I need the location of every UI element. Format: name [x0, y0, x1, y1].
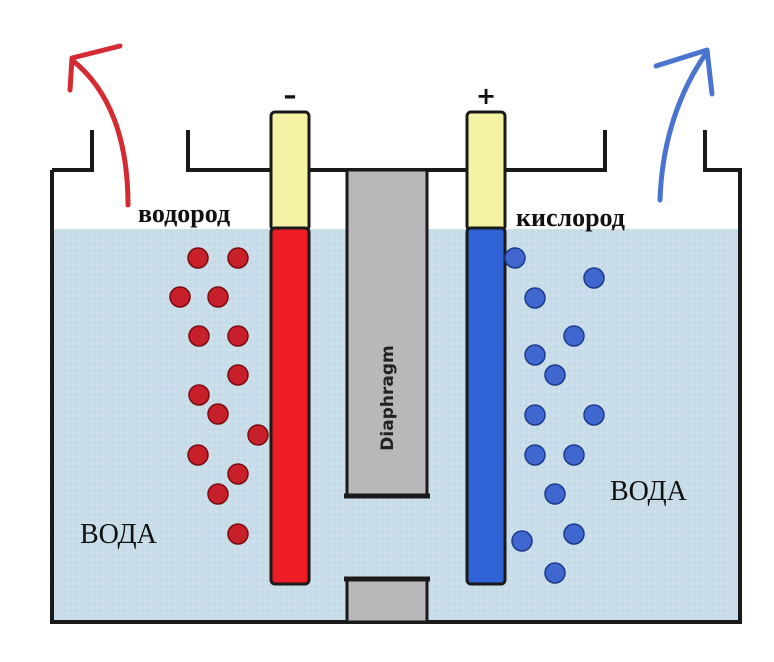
hydrogen-label: водород — [138, 199, 230, 228]
oxygen-bubble — [524, 444, 546, 466]
oxygen-label: кислород — [516, 203, 625, 232]
hydrogen-bubble — [227, 247, 249, 269]
oxygen-bubbles — [504, 247, 605, 584]
cathode-cap — [269, 110, 311, 232]
oxygen-bubble — [504, 247, 526, 269]
hydrogen-bubble — [227, 364, 249, 386]
hydrogen-bubble — [227, 523, 249, 545]
oxygen-bubble — [563, 444, 585, 466]
cathode-sign: – — [284, 81, 297, 111]
hydrogen-bubble — [188, 325, 210, 347]
oxygen-bubble — [583, 267, 605, 289]
hydrogen-bubble — [247, 424, 269, 446]
hydrogen-bubble — [187, 247, 209, 269]
hydrogen-arrow-icon — [67, 43, 131, 208]
hydrogen-bubbles — [169, 247, 269, 545]
oxygen-bubble — [544, 483, 566, 505]
anode-electrode — [465, 226, 507, 586]
hydrogen-bubble — [227, 325, 249, 347]
oxygen-bubble — [583, 404, 605, 426]
oxygen-bubble — [563, 523, 585, 545]
oxygen-bubble — [524, 344, 546, 366]
oxygen-bubble — [563, 325, 585, 347]
anode-cap — [465, 110, 507, 232]
hydrogen-bubble — [207, 483, 229, 505]
oxygen-bubble — [544, 562, 566, 584]
oxygen-bubble — [511, 530, 533, 552]
oxygen-bubble — [524, 404, 546, 426]
cathode-electrode — [269, 226, 311, 586]
hydrogen-bubble — [169, 286, 191, 308]
diaphragm-lower — [345, 577, 429, 624]
diaphragm-label: Diaphragm — [378, 345, 398, 450]
hydrogen-bubble — [187, 444, 209, 466]
hydrogen-bubble — [188, 384, 210, 406]
oxygen-bubble — [524, 287, 546, 309]
water-label-right: ВОДА — [610, 476, 688, 507]
water-label-left: ВОДА — [80, 519, 158, 550]
anode-sign: + — [476, 82, 496, 110]
hydrogen-bubble — [227, 463, 249, 485]
oxygen-arrow-icon — [653, 47, 715, 203]
hydrogen-bubble — [207, 403, 229, 425]
hydrogen-bubble — [207, 286, 229, 308]
oxygen-bubble — [544, 364, 566, 386]
